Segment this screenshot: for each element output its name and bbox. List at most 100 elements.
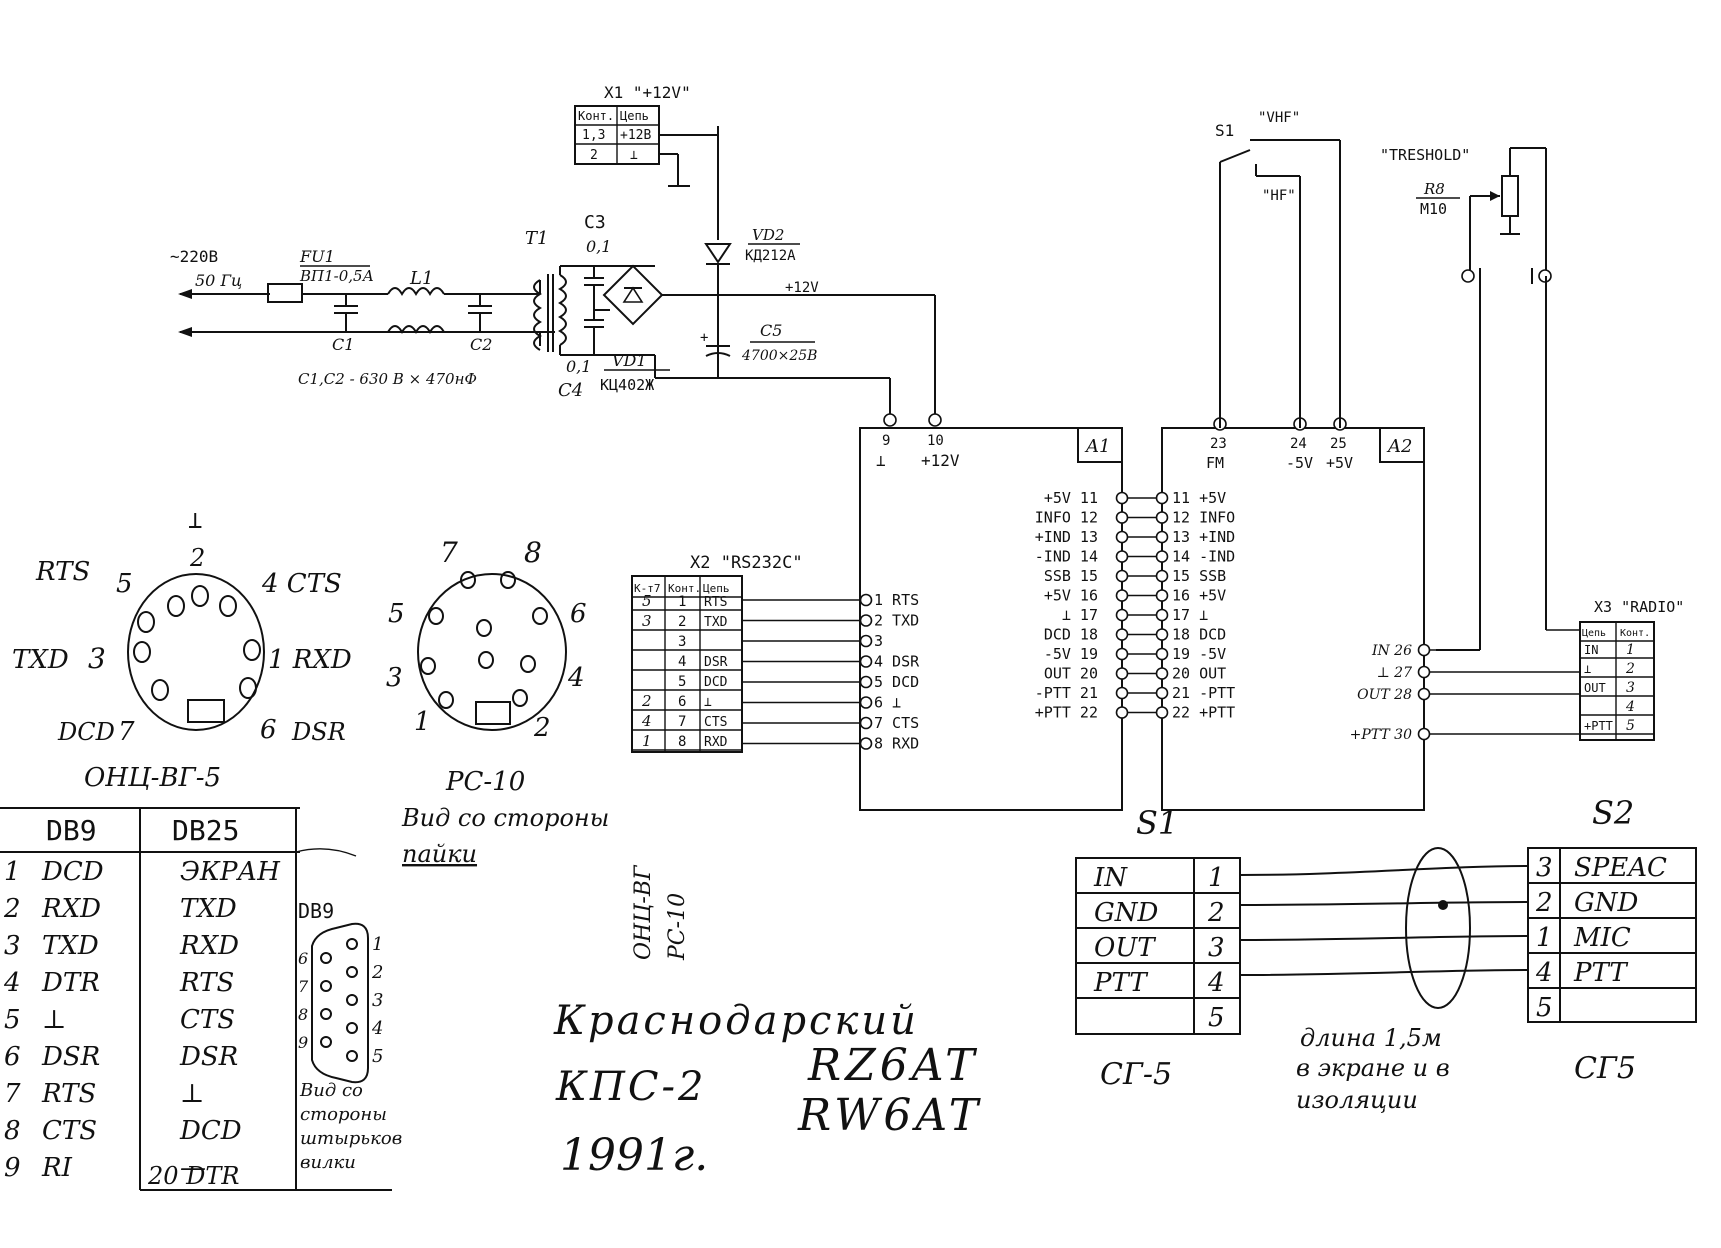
a1-right-pin bbox=[1115, 491, 1129, 505]
pc10-pin-hole bbox=[476, 619, 492, 637]
a2-left-pin-label: 20 OUT bbox=[1172, 665, 1226, 683]
a1-left-pin-label: 4 DSR bbox=[874, 653, 920, 671]
pc10-pin3: 3 bbox=[386, 663, 403, 693]
a1-right-pin bbox=[1115, 569, 1129, 583]
a1-right-pin bbox=[1115, 589, 1129, 602]
title-year: 1991г. bbox=[560, 1130, 708, 1181]
db9-pin-num-left: 9 bbox=[298, 1033, 308, 1052]
pc10-pin-hole bbox=[428, 607, 444, 625]
pc10-pin1: 1 bbox=[414, 707, 431, 737]
onc-dsr-label: DSR bbox=[291, 718, 346, 746]
cable-wire bbox=[1239, 935, 1529, 941]
side-label-line1: ОНЦ-ВГ bbox=[631, 864, 656, 960]
s1-switch-name: S1 bbox=[1215, 121, 1234, 140]
onc-txd-label: TXD bbox=[12, 645, 69, 675]
svg-text:+: + bbox=[700, 330, 708, 346]
c2-label: C2 bbox=[470, 335, 492, 354]
x2-header: Конт. bbox=[668, 582, 701, 595]
a2-left-pin bbox=[1155, 511, 1169, 524]
x1-connector-table: X1 "+12V" Конт. Цепь 1,3 +12В 2 ⊥ bbox=[574, 83, 718, 187]
bridge-vd1 bbox=[602, 264, 664, 326]
db9-note-line: Вид со bbox=[299, 1080, 363, 1101]
cable-note-line2: в экране и в bbox=[1296, 1054, 1450, 1082]
onc-gnd-symbol: ⊥ bbox=[188, 506, 202, 534]
a2-name: A2 bbox=[1386, 436, 1412, 457]
onc-pin-hole bbox=[133, 641, 151, 663]
x3-cell-contact: 4 bbox=[1625, 699, 1635, 715]
db9-pin-num-right: 1 bbox=[372, 934, 383, 955]
a1-left-pin-label: 8 RXD bbox=[874, 735, 919, 753]
db9-note-line: стороны bbox=[300, 1104, 387, 1125]
x1-row1-circuit: +12В bbox=[620, 128, 651, 143]
x2-cell-kt: 5 bbox=[642, 592, 652, 610]
onc-rts-label: RTS bbox=[35, 557, 90, 587]
x3-cell-circuit: +PTT bbox=[1584, 719, 1613, 733]
x3-cell-circuit: ⊥ bbox=[1584, 662, 1591, 676]
t1-label: T1 bbox=[525, 228, 548, 249]
x2-cell-contact: 3 bbox=[678, 634, 686, 650]
a2-right-pin-label: IN 26 bbox=[1371, 643, 1412, 659]
cable-left-signal: GND bbox=[1094, 898, 1159, 928]
x3-title: X3 "RADIO" bbox=[1594, 598, 1684, 616]
a1-left-pin bbox=[859, 593, 873, 607]
power-supply: ~220В 50 Гц FU1 ВП1-0,5А C1 L1 C2 C1,C2 … bbox=[170, 126, 936, 420]
fuse-fu1 bbox=[267, 283, 303, 303]
cable-s1-label: S1 bbox=[1136, 804, 1178, 842]
onc-pin2: 2 bbox=[189, 544, 205, 572]
pc10-pin6: 6 bbox=[570, 599, 587, 629]
a1-right-pin bbox=[1115, 686, 1129, 700]
db9-pin bbox=[346, 1022, 358, 1034]
a1-left-pin bbox=[859, 614, 873, 627]
cable-right-caption: СГ5 bbox=[1574, 1051, 1636, 1086]
x3-cell-circuit: IN bbox=[1584, 643, 1598, 657]
onc-pin-hole bbox=[191, 585, 209, 607]
a1-right-pin bbox=[1115, 530, 1129, 544]
a1-left-pin-label: 6 ⊥ bbox=[874, 694, 901, 712]
x3-header: Конт. bbox=[1620, 628, 1650, 639]
a2-left-pin-label: 22 +PTT bbox=[1172, 704, 1235, 722]
threshold-pot: "TRESHOLD" R8 M10 bbox=[1380, 146, 1552, 651]
a1-left-pin-label: 5 DCD bbox=[874, 673, 919, 691]
fuse-name: FU1 bbox=[299, 247, 335, 266]
cable-right-signal: GND bbox=[1574, 888, 1639, 918]
a1-top-pin-name: +12V bbox=[921, 451, 960, 470]
side-connector-label: ОНЦ-ВГ РС-10 bbox=[631, 864, 690, 961]
db9-pin-num: 7 bbox=[4, 1079, 21, 1109]
db25-pin-signal: TXD bbox=[180, 894, 237, 924]
x2-title: X2 "RS232C" bbox=[690, 553, 803, 573]
a1-right-pin-label: -5V 19 bbox=[1044, 645, 1098, 663]
db9-pin-signal: DCD bbox=[41, 857, 104, 887]
db9-pin-num: 9 bbox=[4, 1153, 21, 1183]
db25-pin-signal: ⊥ bbox=[180, 1079, 204, 1109]
a2-left-pin bbox=[1155, 667, 1169, 680]
a1-right-pin-label: DCD 18 bbox=[1044, 626, 1098, 644]
pc10-pin8: 8 bbox=[524, 536, 542, 569]
cable-right-pin: 5 bbox=[1536, 993, 1553, 1023]
cable-right-pin: 1 bbox=[1536, 923, 1553, 953]
pc10-pin-hole bbox=[460, 571, 476, 589]
diode-vd2 bbox=[704, 243, 732, 264]
cable-note-line1: длина 1,5м bbox=[1300, 1024, 1442, 1052]
a2-right-pin-label: ⊥ 27 bbox=[1377, 665, 1413, 681]
a1-left-pin-label: 7 CTS bbox=[874, 714, 919, 732]
a2-left-pin bbox=[1155, 530, 1169, 544]
a1-right-pin bbox=[1115, 667, 1129, 680]
c1-label: C1 bbox=[332, 335, 354, 354]
cable-wire bbox=[1239, 865, 1529, 876]
a1-top-pin bbox=[928, 413, 942, 427]
c1-c2-note: C1,C2 - 630 В × 470нФ bbox=[298, 370, 477, 388]
x3-header: Цепь bbox=[1582, 628, 1606, 639]
cable-right-signal: MIC bbox=[1573, 923, 1631, 953]
a1-right-pin-label: OUT 20 bbox=[1044, 665, 1098, 683]
a2-top-pin-num: 23 bbox=[1210, 436, 1227, 452]
c4-label: C4 bbox=[558, 380, 583, 401]
onc-pin-hole bbox=[167, 595, 185, 617]
db9-pin bbox=[346, 938, 358, 950]
c3-value: 0,1 bbox=[586, 237, 611, 256]
db25-header: DB25 bbox=[172, 814, 239, 847]
db9-pin-num-right: 5 bbox=[372, 1046, 383, 1067]
pc10-pin7: 7 bbox=[440, 536, 458, 569]
onc-pin-hole bbox=[239, 677, 257, 699]
onc-pin-hole bbox=[219, 595, 237, 617]
